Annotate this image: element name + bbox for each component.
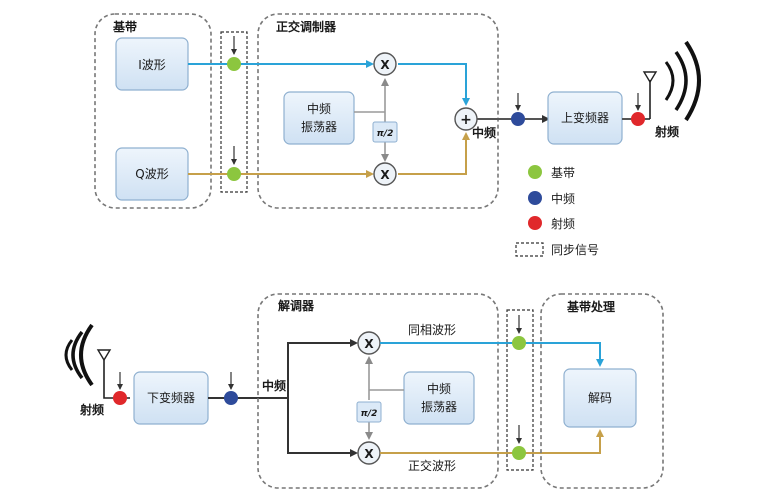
- modulator-group: [257, 13, 499, 209]
- if-dot-tx: [511, 112, 525, 126]
- legend-baseband: 基带: [551, 166, 575, 180]
- demodulator-group: [257, 293, 499, 489]
- quadrature-label: 正交波形: [408, 458, 456, 473]
- downconverter-label: 下变频器: [147, 390, 195, 405]
- mixer-top-rx-symbol: X: [364, 337, 374, 351]
- phase-shifter-label-rx: π/2: [361, 409, 378, 419]
- if-dot-rx: [224, 391, 238, 405]
- if-oscillator-line1-tx: 中频: [307, 101, 331, 116]
- demodulator-group-label: 解调器: [278, 298, 315, 313]
- baseband-dot-rx-q: [512, 446, 526, 460]
- baseband-processing-group: [540, 293, 664, 489]
- legend-sync-box: [515, 242, 544, 257]
- legend-sync: 同步信号: [551, 243, 599, 257]
- modulator-group-label: 正交调制器: [276, 19, 337, 34]
- receiver: 射频 下变频器 中频 解调器 X X 中频 振荡器 π/2 同相波形: [64, 293, 664, 489]
- antenna-icon-rx: [64, 323, 130, 399]
- mixer-top-tx: [373, 52, 397, 76]
- rf-label-rx: 射频: [79, 402, 104, 417]
- sync-box-bottom: [506, 309, 534, 471]
- transmitter: 基带 正交调制器 I波形 Q波形 中频 振荡器 π/2 X X: [94, 13, 701, 209]
- phase-shifter-tx: [372, 121, 398, 143]
- baseband-group-label: 基带: [112, 19, 137, 34]
- mixer-bottom-tx-symbol: X: [380, 168, 390, 182]
- legend-if: 中频: [551, 191, 575, 206]
- if-oscillator-line2-tx: 振荡器: [301, 120, 337, 134]
- legend-if-dot: [528, 191, 542, 205]
- antenna-icon-tx: [642, 40, 701, 122]
- phase-shifter-label-tx: π/2: [377, 129, 394, 139]
- legend-rf-dot: [528, 216, 542, 230]
- rf-dot-rx: [113, 391, 127, 405]
- if-label-tx: 中频: [472, 125, 496, 140]
- baseband-dot-rx-i: [512, 336, 526, 350]
- if-oscillator-box-rx: [403, 371, 475, 425]
- decode-label: 解码: [588, 391, 612, 405]
- if-to-top-mixer: [287, 339, 358, 398]
- rf-dot-tx: [631, 112, 645, 126]
- upconverter-label: 上变频器: [561, 110, 609, 125]
- legend-baseband-dot: [528, 165, 542, 179]
- q-path-2: [398, 132, 470, 175]
- baseband-group: [94, 13, 212, 209]
- if-to-bottom-mixer: [287, 398, 358, 457]
- decode-box: [563, 368, 637, 428]
- if-oscillator-line1-rx: 中频: [427, 381, 451, 396]
- if-label-rx: 中频: [262, 378, 286, 393]
- i-waveform-label: I波形: [138, 58, 166, 72]
- mixer-bottom-rx-symbol: X: [364, 447, 374, 461]
- inphase-label: 同相波形: [408, 323, 456, 337]
- baseband-dot-q: [227, 167, 241, 181]
- if-oscillator-box-tx: [283, 91, 355, 145]
- sync-box-top: [220, 31, 248, 193]
- mixer-top-tx-symbol: X: [380, 58, 390, 72]
- inphase-path: [380, 342, 604, 367]
- if-oscillator-line2-rx: 振荡器: [421, 400, 457, 414]
- adder-symbol: +: [460, 112, 472, 128]
- i-path-2: [398, 63, 470, 106]
- rf-label-tx: 射频: [654, 124, 679, 139]
- mixer-bottom-tx: [373, 162, 397, 186]
- quadrature-path: [380, 429, 604, 454]
- q-waveform-label: Q波形: [135, 167, 168, 181]
- baseband-processing-label: 基带处理: [566, 299, 615, 314]
- legend-rf: 射频: [551, 216, 575, 231]
- legend: 基带 中频 射频 同步信号: [515, 165, 599, 257]
- phase-shifter-rx: [356, 401, 382, 423]
- baseband-dot-i: [227, 57, 241, 71]
